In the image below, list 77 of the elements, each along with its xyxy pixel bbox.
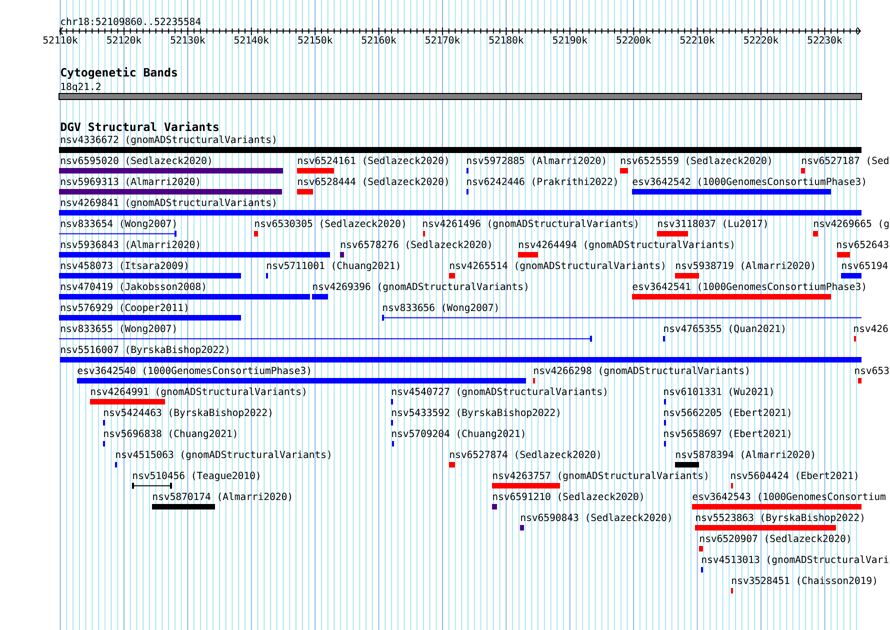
variant-label: nsv4263757 (gnomADStructuralVariants) — [493, 472, 708, 482]
variant-label: esv3642541 (1000GenomesConsortiumPhase3) — [632, 282, 865, 292]
track-title: Cytogenetic Bands — [61, 67, 177, 79]
variant-label: nsv6528444 (Sedlazeck2020) — [298, 178, 448, 186]
variant-label: nsv4264494 (gnomADStructuralVariants) — [519, 240, 734, 250]
tick-label: 52170k — [426, 36, 460, 44]
tick-label: 52140k — [234, 36, 269, 44]
variant-label: nsv5711001 (Chuang2021) — [267, 262, 400, 272]
tick-label: 52230k — [808, 36, 842, 44]
variant-label: nsv5424463 (ByrskaBishop2022) — [104, 408, 272, 418]
variant-label: nsv6578276 (Sedlazeck2020) — [341, 240, 491, 250]
variant-label: nsv65194 — [842, 262, 888, 270]
variant-label: nsv5969313 (Almarri2020) — [61, 178, 200, 186]
variant-label: nsv5936843 (Almarri2020) — [61, 240, 200, 250]
variant-label: esv3642542 (1000GenomesConsortiumPhase3) — [632, 178, 865, 186]
band-label: 18q21.2 — [61, 82, 100, 92]
variant-label: nsv4261496 (gnomADStructuralVariants) — [423, 220, 638, 230]
variant-label: nsv6527874 (Sedlazeck2020) — [450, 450, 600, 460]
tick-label: 52200k — [616, 36, 652, 44]
variant-label: nsv5604424 (Ebert2021) — [731, 472, 858, 480]
tick-label: 52110k — [43, 36, 78, 44]
variant-label: nsv5938719 (Almarri2020) — [676, 262, 814, 270]
tick-label: 52120k — [107, 36, 142, 44]
variant-label: nsv6242446 (Prakrithi2022) — [467, 178, 617, 186]
variant-label: nsv833654 (Wong2007) — [61, 220, 176, 230]
variant-label: nsv4269841 (gnomADStructuralVariants) — [61, 198, 276, 208]
variant-label: nsv5433592 (ByrskaBishop2022) — [392, 408, 560, 418]
variant-label: nsv652643 — [837, 240, 888, 248]
tick-label: 52150k — [298, 36, 333, 44]
variant-label: nsv5523863 (ByrskaBishop2022) — [696, 514, 864, 524]
variant-label: esv3642543 (1000GenomesConsortium — [692, 492, 886, 502]
variant-label: nsv4269396 (gnomADStructuralVariants) — [313, 282, 528, 292]
variant-label: nsv6595020 (Sedlazeck2020) — [61, 156, 211, 166]
variant-label: nsv6101331 (Wu2021) — [664, 388, 773, 396]
variant-label: nsv4540727 (gnomADStructuralVariants) — [392, 388, 606, 398]
tick-label: 52160k — [362, 36, 396, 44]
variant-label: nsv3118037 (Lu2017) — [658, 220, 767, 228]
tick-label: 52130k — [170, 36, 206, 44]
variant-label: nsv5878394 (Almarri2020) — [676, 450, 814, 460]
variant-label: nsv653 — [855, 366, 889, 374]
variant-label: nsv4269665 (g — [814, 220, 889, 230]
variant-label: nsv6520907 (Sedlazeck2020) — [700, 534, 850, 544]
variant-label: nsv3528451 (Chaisson2019) — [732, 576, 876, 586]
variant-label: esv3642540 (1000GenomesConsortiumPhase3) — [78, 366, 310, 376]
variant-label: nsv6590843 (Sedlazeck2020) — [521, 514, 671, 522]
variant-label: nsv4265514 (gnomADStructuralVariants) — [450, 262, 664, 272]
variant-label: nsv5972885 (Almarri2020) — [467, 156, 606, 166]
variant-label: nsv5696838 (Chuang2021) — [104, 430, 236, 440]
variant-label: nsv6524161 (Sedlazeck2020) — [298, 156, 448, 166]
variant-label: nsv833656 (Wong2007) — [383, 304, 498, 314]
variant-label: nsv458073 (Itsara2009) — [61, 262, 188, 270]
variant-label: nsv6591210 (Sedlazeck2020) — [493, 492, 643, 502]
tick-label: 52220k — [744, 36, 778, 44]
variant-label: nsv4264991 (gnomADStructuralVariants) — [91, 388, 306, 398]
variant-label: nsv5662205 (Ebert2021) — [664, 408, 790, 418]
tick-label: 52180k — [489, 36, 524, 44]
tick-label: 52210k — [680, 36, 715, 44]
variant-label: nsv833655 (Wong2007) — [61, 324, 176, 334]
variant-label: nsv5709204 (Chuang2021) — [392, 430, 524, 440]
variant-label: nsv4513013 (gnomADStructuralVari — [702, 556, 888, 566]
variant-label: nsv426 — [854, 324, 888, 332]
variant-label: nsv4765355 (Quan2021) — [664, 324, 784, 334]
variant-label: nsv5516007 (ByrskaBishop2022) — [61, 346, 228, 356]
track-title: DGV Structural Variants — [60, 122, 218, 132]
variant-label: nsv4515063 (gnomADStructuralVariants) — [116, 450, 330, 460]
variant-label: nsv470419 (Jakobsson2008) — [61, 282, 205, 292]
variant-label: nsv510456 (Teague2010) — [133, 472, 260, 482]
variant-label: nsv576929 (Cooper2011) — [61, 304, 188, 314]
variant-label: nsv4266298 (gnomADStructuralVariants) — [534, 366, 748, 376]
variant-label: nsv6530305 (Sedlazeck2020) — [255, 220, 405, 228]
coordinate-label: chr18:52109860..52235584 — [61, 18, 201, 26]
variant-label: nsv4336672 (gnomADStructuralVariants) — [61, 136, 276, 146]
variant-label: nsv5658697 (Ebert2021) — [664, 430, 790, 438]
variant-label: nsv6527187 (Sed — [802, 156, 888, 166]
tick-label: 52190k — [552, 36, 588, 44]
variant-label: nsv6525559 (Sedlazeck2020) — [621, 156, 771, 166]
variant-label: nsv5870174 (Almarri2020) — [153, 492, 292, 502]
